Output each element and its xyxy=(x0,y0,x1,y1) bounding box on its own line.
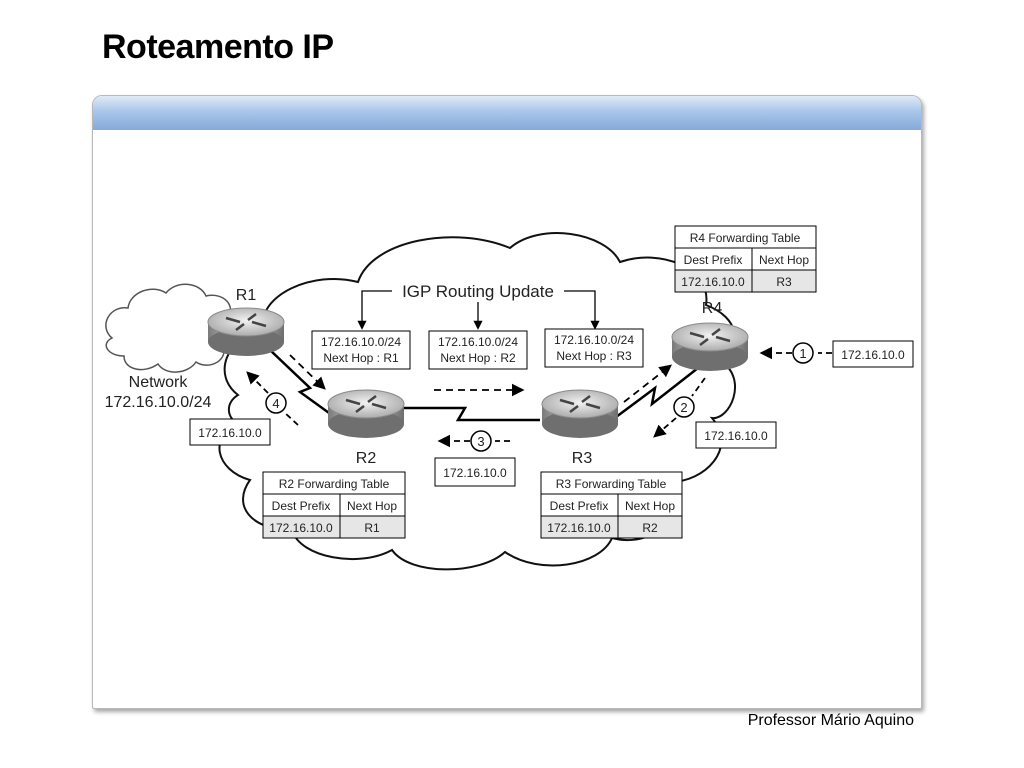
packet-step-1: 172.16.10.0 1 xyxy=(759,340,914,368)
link-r3-r4 xyxy=(611,367,699,422)
svg-text:Next Hop : R3: Next Hop : R3 xyxy=(556,349,632,363)
router-r3[interactable] xyxy=(541,389,619,438)
svg-text:172.16.10.0: 172.16.10.0 xyxy=(269,521,333,535)
router-r2[interactable] xyxy=(327,389,405,438)
svg-text:Next Hop : R1: Next Hop : R1 xyxy=(323,351,399,365)
router-r4[interactable] xyxy=(671,322,749,371)
update-box-r2: 172.16.10.0/24 Next Hop : R2 xyxy=(428,330,528,370)
svg-text:R2 Forwarding Table: R2 Forwarding Table xyxy=(279,477,390,491)
r2-forwarding-table: R2 Forwarding Table Dest Prefix Next Hop… xyxy=(262,471,406,539)
svg-text:R2: R2 xyxy=(642,521,658,535)
svg-text:2: 2 xyxy=(680,400,687,415)
r3-forwarding-table: R3 Forwarding Table Dest Prefix Next Hop… xyxy=(540,471,683,539)
svg-text:Next Hop : R2: Next Hop : R2 xyxy=(440,351,516,365)
router-r1[interactable] xyxy=(207,307,285,356)
svg-text:Next Hop: Next Hop xyxy=(759,253,809,267)
svg-text:R3 Forwarding Table: R3 Forwarding Table xyxy=(556,477,667,491)
router-r4-label: R4 xyxy=(702,300,723,317)
svg-text:Dest Prefix: Dest Prefix xyxy=(272,499,331,513)
svg-text:R4 Forwarding Table: R4 Forwarding Table xyxy=(690,231,801,245)
svg-text:Next Hop: Next Hop xyxy=(347,499,397,513)
network-label: Network xyxy=(129,374,189,391)
r4-forwarding-table: R4 Forwarding Table Dest Prefix Next Hop… xyxy=(674,225,817,293)
svg-text:172.16.10.0: 172.16.10.0 xyxy=(443,466,507,480)
igp-arrow-right xyxy=(564,290,600,330)
svg-text:172.16.10.0/24: 172.16.10.0/24 xyxy=(554,333,634,347)
update-arrow-r3-r4 xyxy=(623,364,672,403)
svg-text:172.16.10.0: 172.16.10.0 xyxy=(841,348,905,362)
svg-text:172.16.10.0: 172.16.10.0 xyxy=(704,429,768,443)
packet-step-4: 4 172.16.10.0 xyxy=(189,371,299,446)
router-r1-label: R1 xyxy=(236,287,257,304)
router-r2-label: R2 xyxy=(356,450,377,467)
svg-text:172.16.10.0: 172.16.10.0 xyxy=(198,426,262,440)
igp-update-label: IGP Routing Update xyxy=(402,282,554,301)
update-arrow-r1-r2 xyxy=(289,354,326,390)
footer-author: Professor Mário Aquino xyxy=(747,712,914,729)
router-r3-label: R3 xyxy=(572,450,593,467)
svg-text:Next Hop: Next Hop xyxy=(625,499,675,513)
svg-text:172.16.10.0: 172.16.10.0 xyxy=(547,521,611,535)
svg-text:Dest Prefix: Dest Prefix xyxy=(684,253,743,267)
svg-text:172.16.10.0/24: 172.16.10.0/24 xyxy=(321,335,401,349)
svg-text:R1: R1 xyxy=(364,521,380,535)
network-prefix-label: 172.16.10.0/24 xyxy=(105,394,212,411)
svg-text:172.16.10.0: 172.16.10.0 xyxy=(681,275,745,289)
svg-text:Dest Prefix: Dest Prefix xyxy=(550,499,609,513)
frame-header-bar xyxy=(93,96,921,130)
svg-text:1: 1 xyxy=(799,346,806,361)
packet-step-2: 2 172.16.10.0 xyxy=(653,377,777,449)
link-r1-r2 xyxy=(269,349,337,420)
update-box-r1: 172.16.10.0/24 Next Hop : R1 xyxy=(311,330,411,370)
slide-title: Roteamento IP xyxy=(102,28,334,66)
svg-text:3: 3 xyxy=(477,434,484,449)
svg-text:172.16.10.0/24: 172.16.10.0/24 xyxy=(438,335,518,349)
svg-text:4: 4 xyxy=(272,396,279,411)
packet-step-3: 3 172.16.10.0 xyxy=(434,430,516,487)
igp-arrow-left xyxy=(357,290,392,330)
svg-text:R3: R3 xyxy=(776,275,792,289)
link-r2-r3 xyxy=(404,406,540,422)
update-box-r3: 172.16.10.0/24 Next Hop : R3 xyxy=(544,328,644,368)
